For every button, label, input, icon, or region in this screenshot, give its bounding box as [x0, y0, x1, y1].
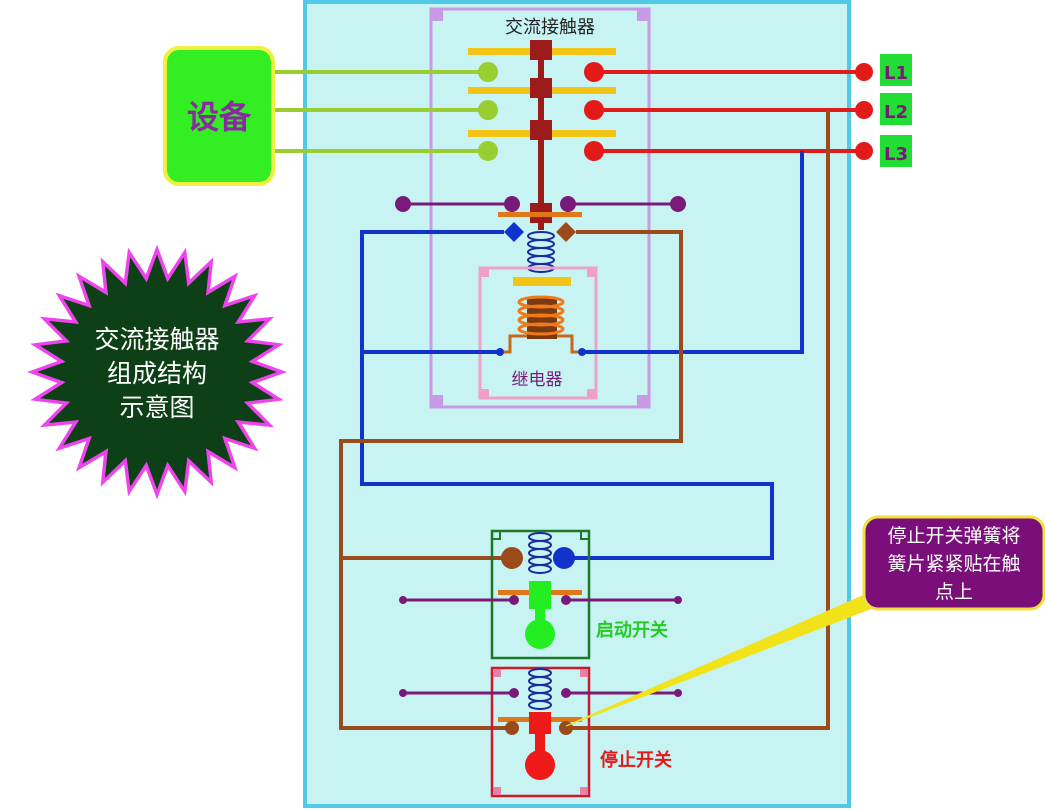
- callout-box: [862, 515, 1045, 611]
- shaft-clamps: [530, 40, 552, 223]
- stop-switch-spring: [528, 668, 552, 710]
- stop-button[interactable]: [525, 750, 555, 780]
- stop-switch-frame: [490, 666, 591, 798]
- start-switch-spring: [528, 532, 552, 574]
- stop-switch-corners: [493, 669, 588, 795]
- phase-label-boxes: [880, 54, 912, 167]
- brown-wiring: [339, 110, 830, 730]
- phase-label-l3: L3: [884, 144, 908, 165]
- phase-terminals: [584, 62, 873, 161]
- star-title-line-1: 交流接触器: [94, 325, 219, 354]
- stop-terminal-left: [505, 721, 519, 735]
- start-terminal-blue: [553, 547, 575, 569]
- start-terminal-brown: [501, 547, 523, 569]
- blue-wiring: [360, 151, 804, 560]
- relay-frame: [478, 266, 598, 400]
- equipment-terminals: [478, 62, 498, 161]
- stop-switch-contact: [399, 688, 682, 754]
- relay-coil: [500, 295, 582, 354]
- phase-wires: [594, 70, 864, 153]
- equipment-label: 设备: [187, 98, 252, 136]
- equipment-wires: [272, 70, 488, 153]
- start-switch-frame: [490, 529, 591, 660]
- start-switch-corners: [491, 530, 590, 540]
- main-panel: [303, 0, 851, 808]
- equipment-box: [163, 46, 275, 186]
- relay-terminal-left: [496, 348, 504, 356]
- start-switch-contact: [399, 581, 682, 628]
- relay-label: 继电器: [512, 370, 563, 390]
- auxiliary-contact: [395, 196, 686, 217]
- phase-label-l1: L1: [884, 63, 908, 84]
- stop-switch-label: 停止开关: [600, 749, 672, 771]
- title-starburst-inner: [37, 254, 277, 490]
- start-button[interactable]: [525, 619, 555, 649]
- relay-armature: [513, 277, 571, 286]
- aux-terminal-brown: [556, 222, 576, 242]
- star-title-line-3: 示意图: [119, 393, 194, 422]
- callout-line-2: 簧片紧紧贴在触: [887, 553, 1020, 575]
- star-title-line-2: 组成结构: [107, 359, 207, 388]
- stop-terminal-right: [559, 721, 573, 735]
- contactor-frame: [429, 7, 651, 409]
- callout-line-3: 点上: [935, 581, 973, 603]
- callout-line-1: 停止开关弹簧将: [887, 525, 1020, 547]
- relay-terminal-right: [578, 348, 586, 356]
- phase-label-l2: L2: [884, 102, 908, 123]
- aux-terminal-blue: [504, 222, 524, 242]
- contactor-title: 交流接触器: [505, 17, 595, 38]
- start-switch-label: 启动开关: [596, 619, 668, 641]
